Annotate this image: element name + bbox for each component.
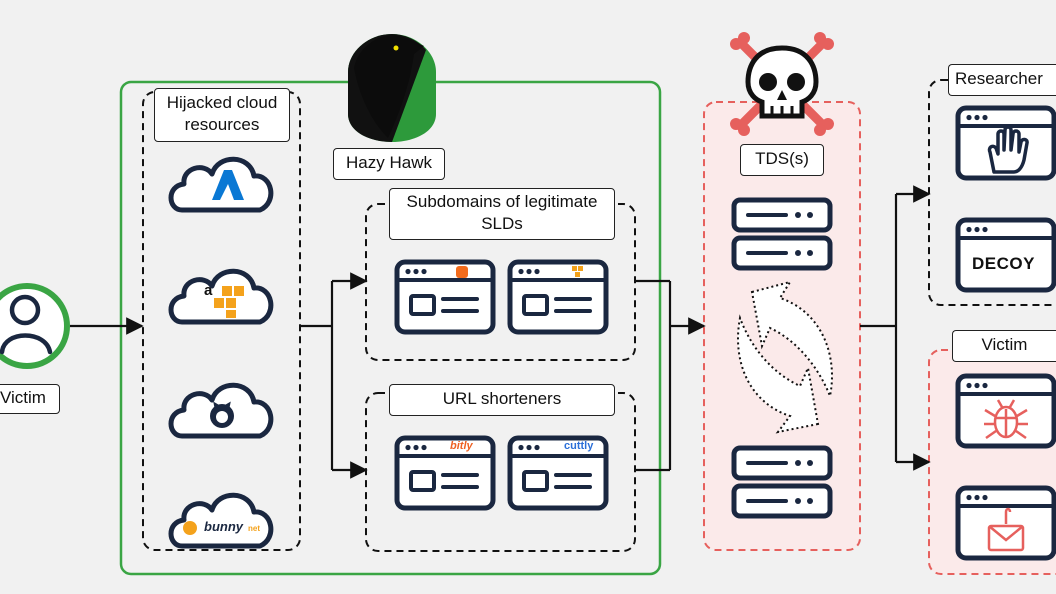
- github-icon: [171, 385, 271, 436]
- azure-icon: [171, 159, 271, 210]
- hijacked-cloud-label: Hijacked cloud resources: [154, 88, 290, 142]
- bunny-logo: bunny: [204, 519, 243, 534]
- decoy-text: DECOY: [972, 254, 1035, 273]
- tds-label: TDS(s): [740, 144, 824, 176]
- blogger-window: [397, 262, 493, 332]
- aws-window: [510, 262, 606, 332]
- victim-left-label: Victim: [0, 384, 60, 414]
- bunny-icon: [171, 495, 271, 546]
- victim-right-label: Victim: [952, 330, 1056, 362]
- aws-small-icon: [572, 266, 577, 271]
- subdomains-label: Subdomains of legitimate SLDs: [389, 188, 615, 240]
- url-shorteners-label: URL shorteners: [389, 384, 615, 416]
- researcher-window: [958, 108, 1054, 178]
- cuttly-logo: cuttly: [564, 440, 594, 452]
- mail-icon: [987, 507, 1025, 552]
- malware-window: [958, 376, 1054, 446]
- amazon-letter: a: [204, 282, 213, 299]
- hazy-hawk-label: Hazy Hawk: [333, 148, 445, 180]
- skull-icon: [730, 32, 834, 136]
- hawk-icon: [348, 34, 436, 142]
- bug-icon: [984, 399, 1028, 440]
- bitly-window: [397, 438, 493, 508]
- hand-icon: [987, 125, 1029, 174]
- refresh-arrows-icon: [737, 280, 833, 434]
- bunny-suffix: net: [248, 524, 260, 533]
- aws-icon: [171, 271, 271, 322]
- researcher-label: Researcher: [948, 64, 1056, 96]
- bitly-logo: bitly: [450, 440, 473, 452]
- flow-connectors: [70, 185, 931, 479]
- blogger-icon: [456, 266, 468, 278]
- phishing-window: [958, 488, 1054, 558]
- user-icon: [0, 283, 70, 369]
